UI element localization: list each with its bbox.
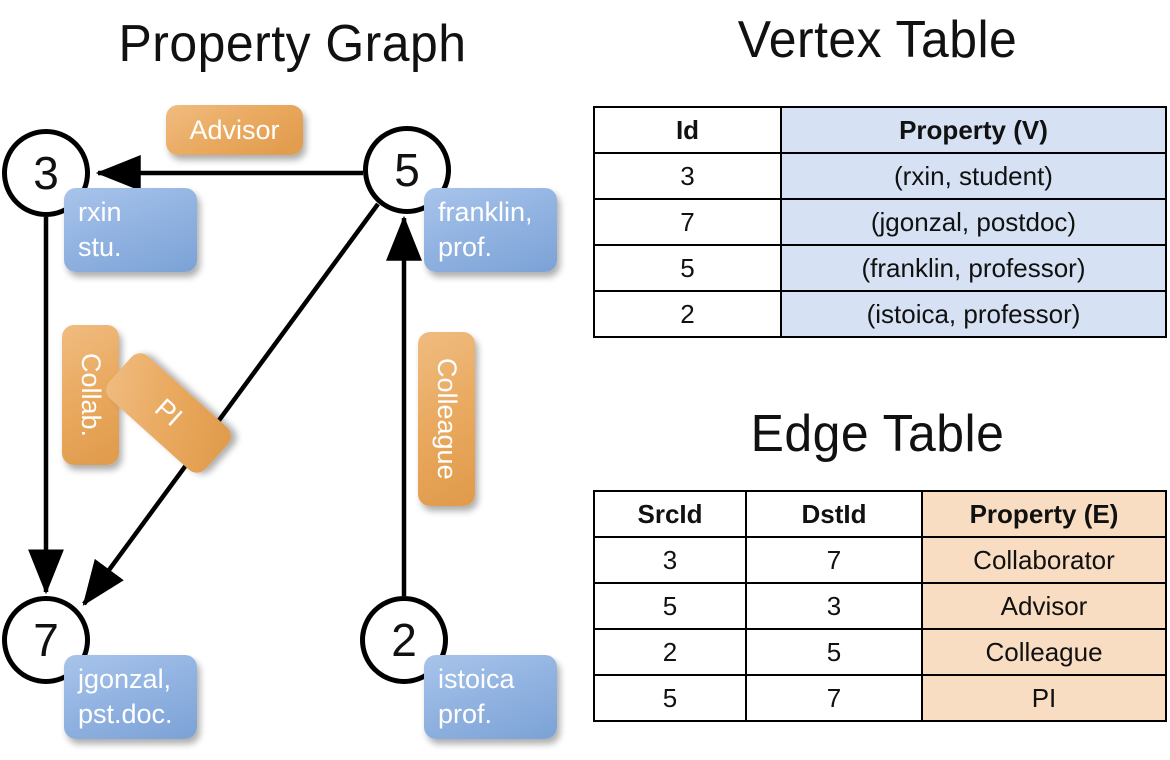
table-row[interactable]: 5 3 Advisor [593,582,1167,630]
edge-header-dstid: DstId [745,490,923,538]
vertex-property-line-1: franklin, [438,197,533,228]
vertex-property-box-jgonzal[interactable]: jgonzal, pst.doc. [64,655,197,739]
table-row[interactable]: 3 7 Collaborator [593,536,1167,584]
vertex-cell-property: (istoica, professor) [780,290,1167,338]
node-5-label: 5 [394,144,420,196]
vertex-property-box-rxin[interactable]: rxin stu. [64,188,197,272]
node-2-label: 2 [391,614,417,666]
table-row[interactable]: 5 (franklin, professor) [593,244,1167,292]
edge-cell-dstid: 7 [745,674,923,722]
edge-cell-property: Collaborator [921,536,1167,584]
vertex-property-line-1: istoica [438,664,515,695]
edge-table: SrcId DstId Property (E) 3 7 Collaborato… [593,490,1167,722]
vertex-table: Id Property (V) 3 (rxin, student) 7 (jgo… [593,106,1167,338]
vertex-table-title: Vertex Table [737,11,1018,69]
edge-5-to-7 [82,202,380,606]
edge-label-box-colleague[interactable]: Colleague [418,332,475,506]
edge-cell-property: PI [921,674,1167,722]
table-row[interactable]: 2 5 Colleague [593,628,1167,676]
vertex-property-line-1: rxin [78,197,122,228]
table-header-row: SrcId DstId Property (E) [593,490,1167,538]
vertex-cell-id: 3 [593,152,782,200]
edge-header-srcid: SrcId [593,490,747,538]
edge-cell-property: Advisor [921,582,1167,630]
table-row[interactable]: 5 7 PI [593,674,1167,722]
vertex-header-id: Id [593,106,782,154]
vertex-property-box-istoica[interactable]: istoica prof. [424,655,557,739]
vertex-cell-id: 2 [593,290,782,338]
edge-label-colleague: Colleague [432,358,462,480]
table-row[interactable]: 2 (istoica, professor) [593,290,1167,338]
graph-node-2[interactable]: 2 [360,596,448,684]
edge-cell-property: Colleague [921,628,1167,676]
table-row[interactable]: 7 (jgonzal, postdoc) [593,198,1167,246]
vertex-cell-property: (franklin, professor) [780,244,1167,292]
edge-cell-dstid: 7 [745,536,923,584]
node-7-label: 7 [33,614,59,666]
edge-cell-srcid: 5 [593,582,747,630]
graph-edges-layer [28,155,422,606]
edge-label-collab: Collab. [76,352,106,438]
table-header-row: Id Property (V) [593,106,1167,154]
edge-label-pi: PI [149,392,189,433]
property-graph-title: Property Graph [118,15,467,73]
table-row[interactable]: 3 (rxin, student) [593,152,1167,200]
vertex-property-line-2: prof. [438,232,493,262]
edge-header-property: Property (E) [921,490,1167,538]
vertex-cell-id: 5 [593,244,782,292]
edge-table-title: Edge Table [750,405,1005,463]
vertex-property-line-2: stu. [78,232,122,262]
edge-cell-srcid: 5 [593,674,747,722]
vertex-property-line-2: prof. [438,699,493,729]
vertex-cell-id: 7 [593,198,782,246]
vertex-cell-property: (jgonzal, postdoc) [780,198,1167,246]
vertex-property-box-franklin[interactable]: franklin, prof. [424,188,557,272]
vertex-header-property: Property (V) [780,106,1167,154]
vertex-property-line-1: jgonzal, [78,664,172,695]
vertex-cell-property: (rxin, student) [780,152,1167,200]
graph-node-5[interactable]: 5 [363,126,451,214]
edge-label-advisor: Advisor [189,114,280,145]
edge-cell-srcid: 2 [593,628,747,676]
edge-cell-dstid: 5 [745,628,923,676]
edge-cell-dstid: 3 [745,582,923,630]
edge-cell-srcid: 3 [593,536,747,584]
vertex-property-line-2: pst.doc. [78,699,173,729]
node-3-label: 3 [33,147,59,199]
edge-label-box-advisor[interactable]: Advisor [166,105,303,155]
